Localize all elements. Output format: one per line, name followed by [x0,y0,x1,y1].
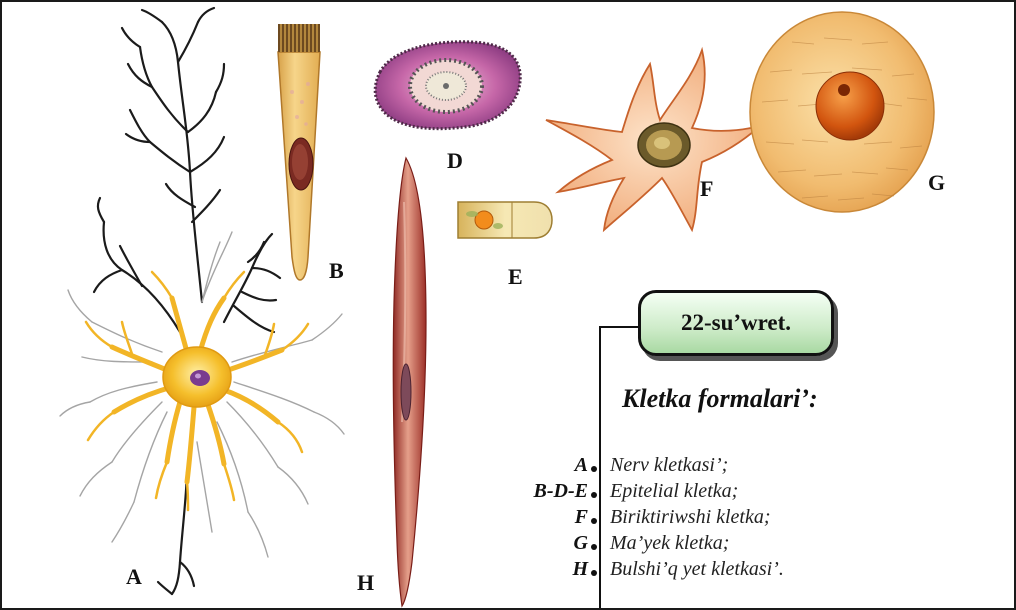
legend-key: F [575,506,588,529]
legend-row-BDE: B-D-E Epitelial kletka; [462,480,1002,506]
egg-cell-G [750,12,934,212]
legend-text: Ma’yek kletka; [610,532,729,555]
legend-key: A [575,454,588,477]
bullet-dot [591,518,597,524]
figure-number-text: 22-su’wret. [641,293,831,353]
legend-row-F: F Biriktiriwshi kletka; [462,506,1002,532]
legend-row-G: G Ma’yek kletka; [462,532,1002,558]
label-E: E [508,264,523,290]
legend-row-H: H Bulshi’q yet kletkasi’. [462,558,1002,584]
bullet-dot [591,466,597,472]
label-H: H [357,570,374,596]
figure-number-badge: 22-su’wret. [638,290,834,356]
bullet-dot [591,544,597,550]
legend-heading: Kletka formalari’: [622,384,818,414]
legend-key: H [572,558,588,581]
legend-key: G [574,532,588,555]
bullet-dot [591,570,597,576]
label-G: G [928,170,945,196]
legend-text: Nerv kletkasi’; [610,454,728,477]
label-A: A [126,564,142,590]
label-F: F [700,176,713,202]
bullet-dot [591,492,597,498]
epithelial-cell-B [278,24,320,280]
legend-text: Bulshi’q yet kletkasi’. [610,558,784,581]
legend-text: Epitelial kletka; [610,480,738,503]
epithelial-cell-E [458,202,552,238]
muscle-cell-H [393,158,426,606]
label-D: D [447,148,463,174]
connective-cell-F [546,50,760,230]
legend-key: B-D-E [534,480,588,503]
legend-text: Biriktiriwshi kletka; [610,506,771,529]
epithelial-cell-D [375,42,520,129]
legend-row-A: A Nerv kletkasi’; [462,454,1002,480]
label-B: B [329,258,344,284]
